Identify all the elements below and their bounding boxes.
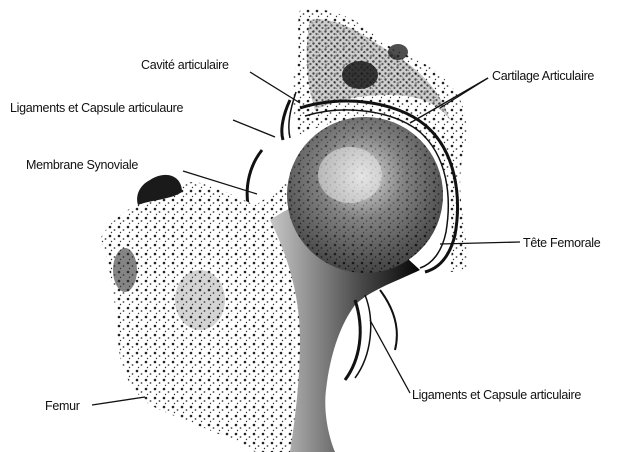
label-femur: Femur bbox=[45, 399, 80, 413]
label-membrane-synoviale: Membrane Synoviale bbox=[26, 158, 138, 172]
label-tete-femorale: Tête Femorale bbox=[523, 236, 601, 250]
label-cavite-articulaire: Cavité articulaire bbox=[141, 58, 229, 72]
label-cartilage-articulaire: Cartilage Articulaire bbox=[492, 69, 594, 83]
label-ligaments-capsule-bottom: Ligaments et Capsule articulaire bbox=[412, 388, 581, 402]
femoral-head bbox=[287, 117, 443, 273]
label-ligaments-capsule-top: Ligaments et Capsule articulaure bbox=[10, 101, 183, 115]
